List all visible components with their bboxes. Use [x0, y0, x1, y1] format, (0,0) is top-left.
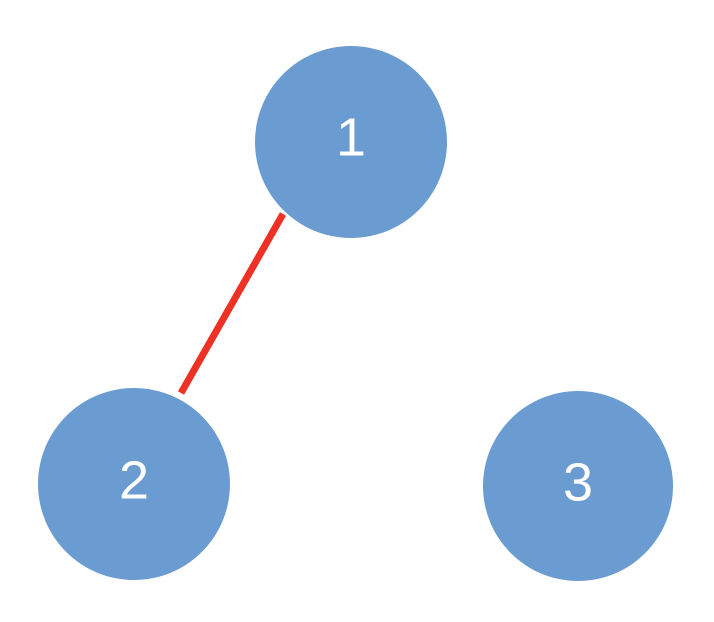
graph-node[interactable]: 3 — [483, 391, 673, 581]
graph-node[interactable]: 1 — [255, 46, 447, 238]
edge-layer — [177, 212, 287, 395]
node-circle[interactable] — [255, 46, 447, 238]
graph-node[interactable]: 2 — [38, 388, 230, 580]
node-circle[interactable] — [483, 391, 673, 581]
node-label: 1 — [336, 107, 366, 167]
node-label: 3 — [563, 452, 593, 512]
node-circle[interactable] — [38, 388, 230, 580]
graph-edge[interactable] — [177, 212, 287, 395]
node-label: 2 — [119, 450, 149, 510]
node-layer: 1 2 3 — [38, 46, 673, 581]
